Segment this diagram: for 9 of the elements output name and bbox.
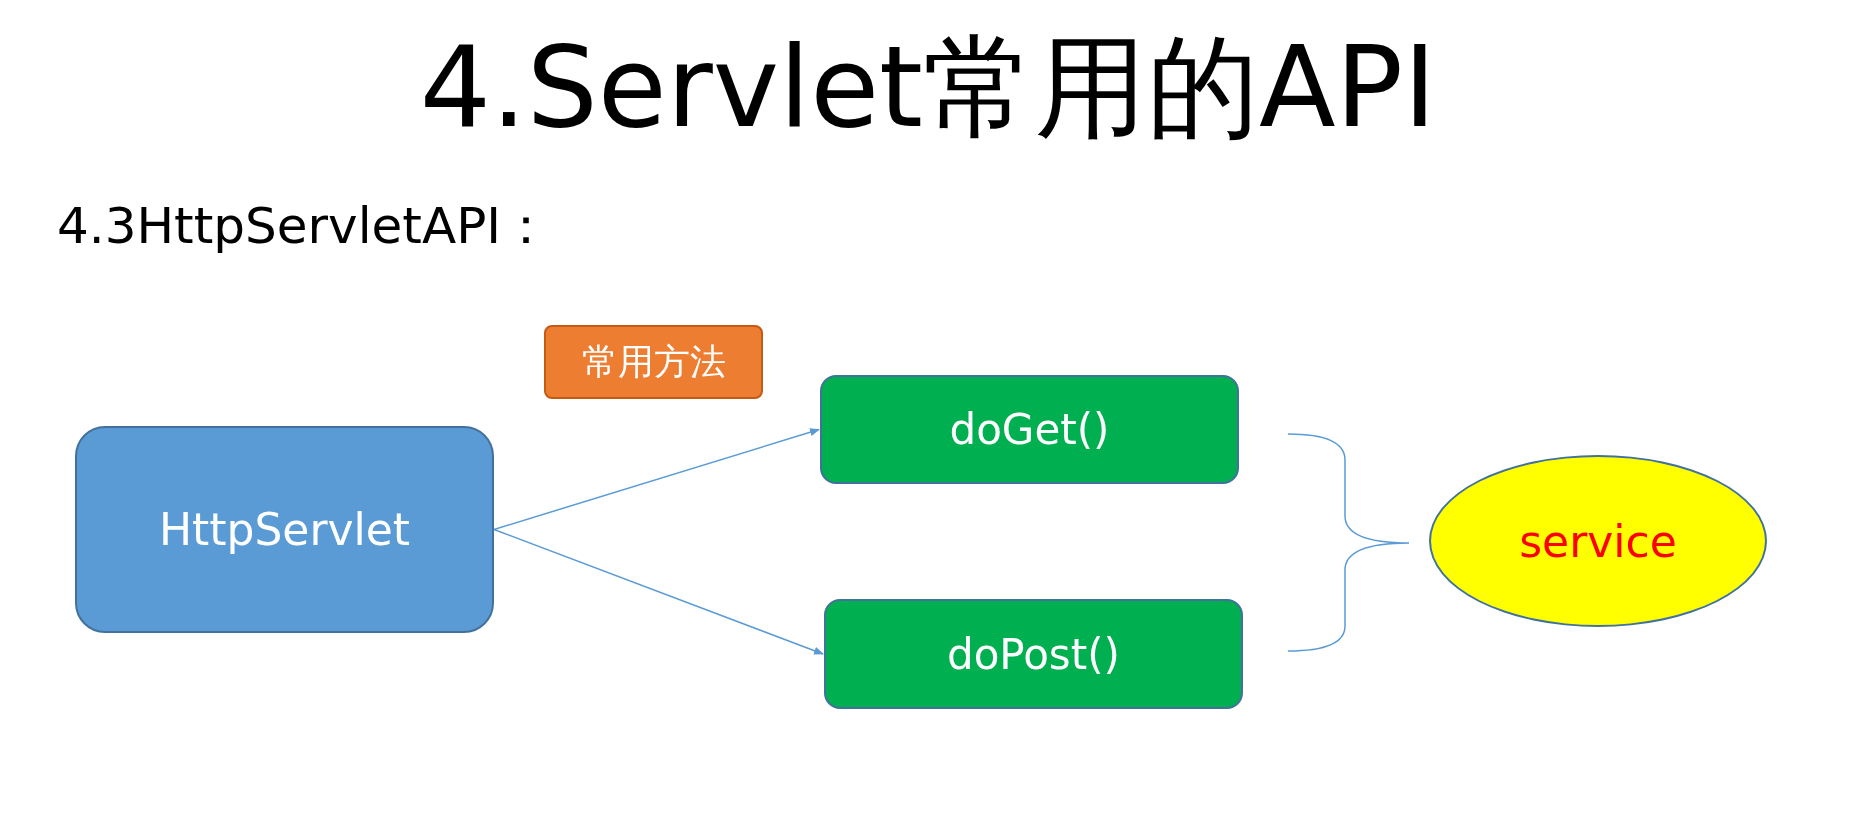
- title: 4.Servlet常用的API: [418, 22, 1438, 152]
- service-ellipse: service: [1429, 455, 1767, 627]
- method-box: doGet(): [820, 375, 1239, 484]
- arrow: [493, 428, 820, 531]
- method-box: doPost(): [824, 599, 1243, 709]
- method-tag-box: 常用方法: [544, 325, 763, 399]
- subtitle: 4.3HttpServletAPI：: [57, 196, 552, 256]
- arrow: [493, 528, 824, 655]
- class-box: HttpServlet: [75, 426, 494, 633]
